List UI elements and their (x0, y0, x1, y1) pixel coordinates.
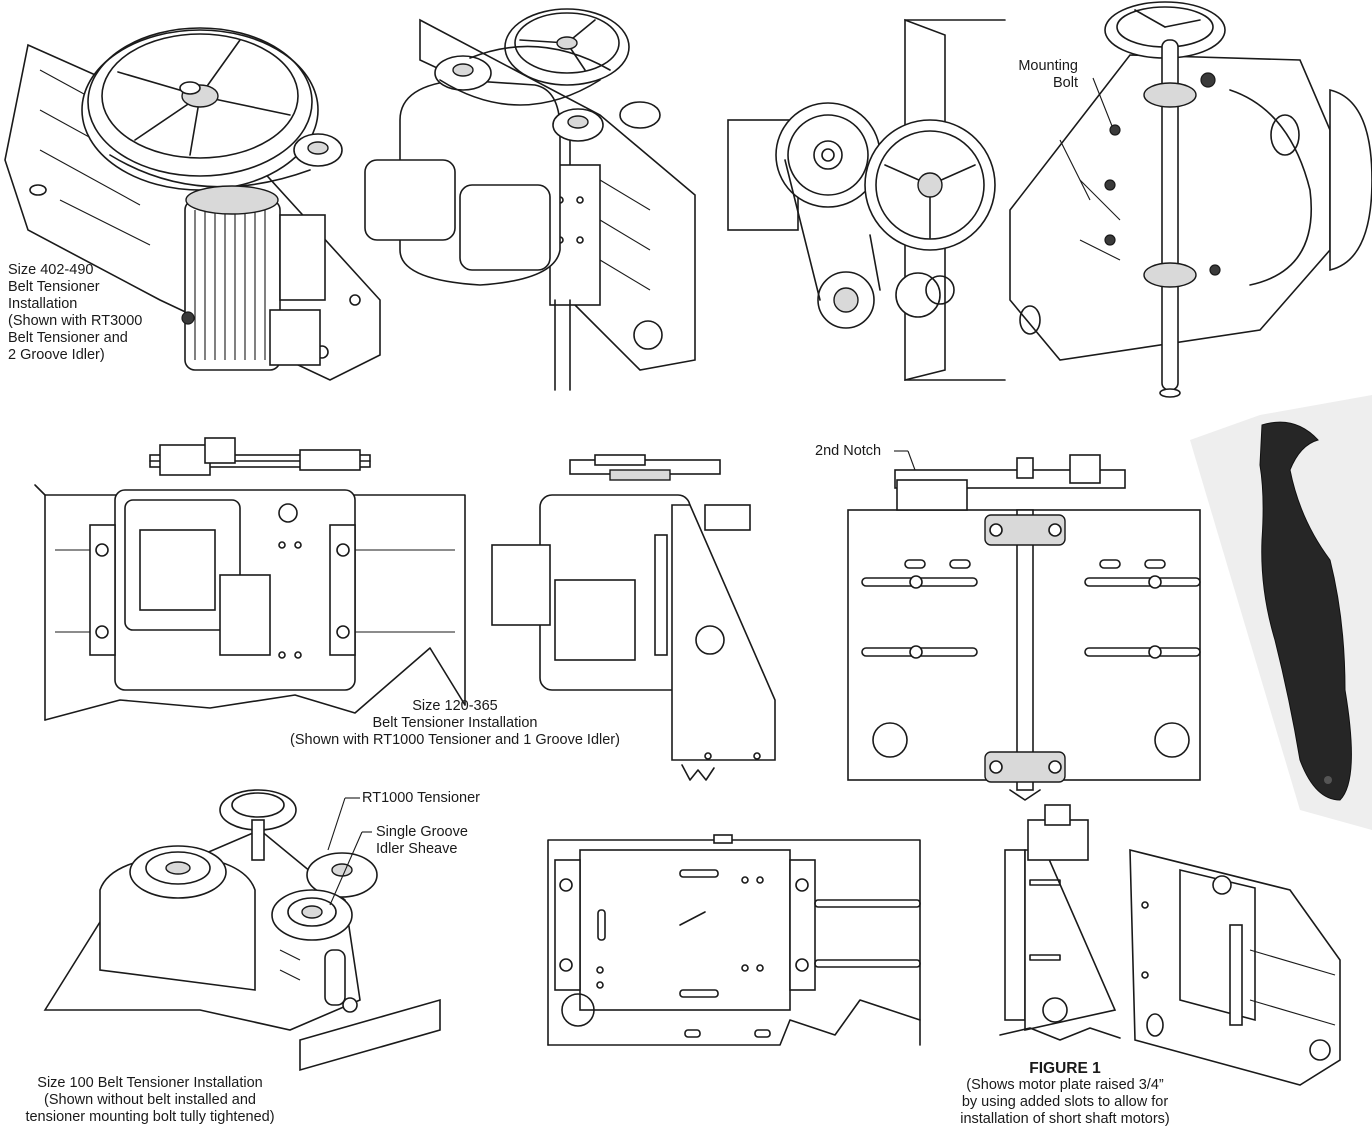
figure-note-line: installation of short shaft motors) (960, 1111, 1170, 1127)
caption-line: Size 402-490 (8, 262, 94, 278)
illustration-jackshaft-bearings (1009, 1, 1372, 398)
callout-line: Mounting (1018, 58, 1078, 74)
figure-title: FIGURE 1 (1029, 1060, 1101, 1077)
caption-line: Size 120-365 (412, 698, 498, 714)
illustration-figure-1-iso (1129, 848, 1341, 1086)
callout-rt1000-tensioner: RT1000 Tensioner (362, 790, 480, 806)
figure-note-line: (Shows motor plate raised 3/4” (966, 1077, 1164, 1093)
illustration-motor-plate-front (547, 834, 921, 1046)
callout-mounting-bolt: Mounting Bolt (1000, 58, 1078, 92)
illustration-figure-1-side (999, 804, 1121, 1041)
figure-note-line: by using added slots to allow for (961, 1094, 1169, 1110)
callout-line: Idler Sheave (376, 841, 458, 857)
caption-size-120-365: Size 120-365 Belt Tensioner Installation… (215, 698, 695, 749)
caption-line: Belt Tensioner Installation (372, 715, 538, 731)
caption-size-402-490: Size 402-490 Belt Tensioner Installation… (8, 262, 142, 364)
callout-single-groove-idler: Single Groove Idler Sheave (376, 824, 468, 858)
caption-size-100: Size 100 Belt Tensioner Installation (Sh… (5, 1075, 295, 1126)
callout-second-notch: 2nd Notch (815, 443, 882, 459)
callout-leaders (327, 450, 916, 906)
caption-line: Size 100 Belt Tensioner Installation (37, 1075, 263, 1091)
caption-line: (Shown with RT1000 Tensioner and 1 Groov… (290, 732, 620, 748)
caption-line: Installation (8, 296, 78, 312)
caption-line: (Shown without belt installed and (44, 1092, 256, 1108)
callout-line: Bolt (1053, 75, 1078, 91)
caption-line: 2 Groove Idler) (8, 347, 105, 363)
illustration-motor-sheave-iso (364, 8, 696, 391)
caption-line: tensioner mounting bolt tully tightened) (25, 1109, 275, 1125)
illustration-size-402-490 (4, 27, 381, 381)
caption-line: Belt Tensioner and (8, 330, 128, 346)
illustration-size-120-365-side (34, 437, 466, 721)
motor-cooling-fins (194, 210, 266, 360)
illustration-size-100 (43, 789, 441, 1072)
caption-line: Belt Tensioner (8, 279, 100, 295)
figure-1-caption: FIGURE 1 (Shows motor plate raised 3/4” … (930, 1060, 1200, 1128)
illustration-front-pulleys (727, 18, 1006, 382)
callout-line: Single Groove (376, 824, 468, 840)
illustration-jackshaft-elevation (847, 454, 1201, 801)
caption-line: (Shown with RT3000 (8, 313, 143, 329)
illustration-size-120-365-end (491, 454, 776, 781)
tensioner-wrench-photo (1190, 395, 1372, 830)
